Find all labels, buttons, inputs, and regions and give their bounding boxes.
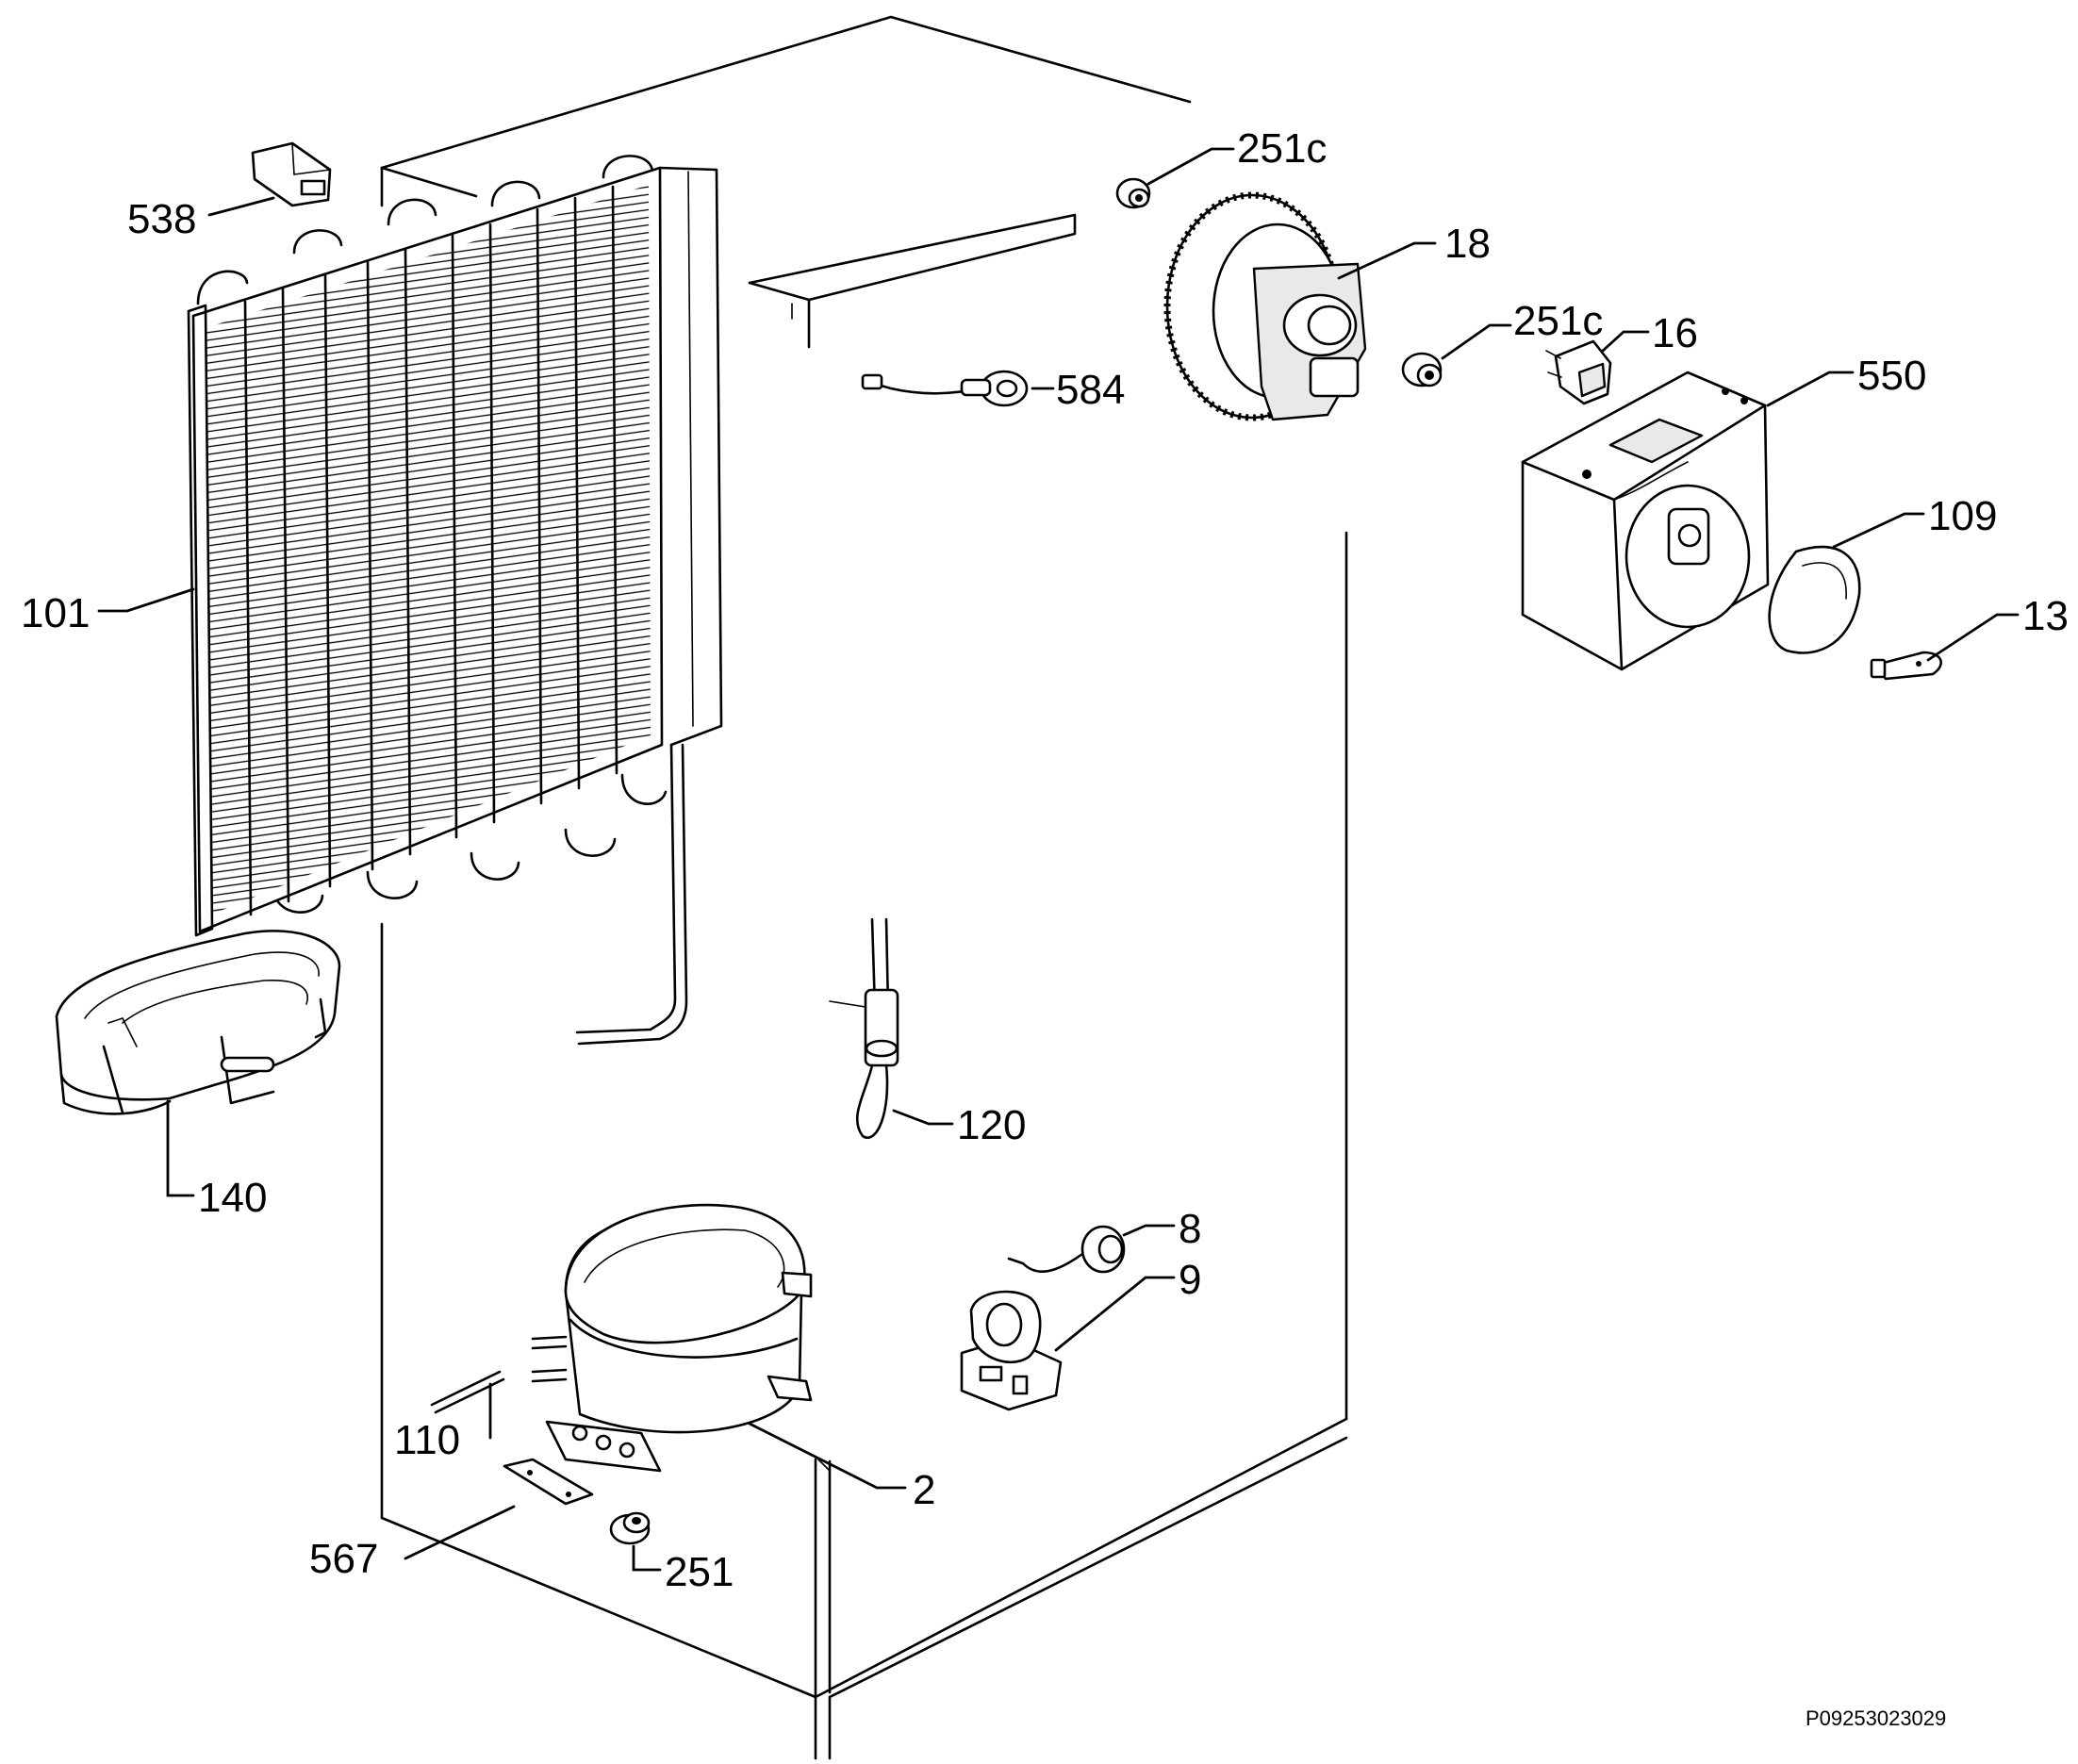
callout-140: 140 (198, 1175, 267, 1221)
drawing-code: P09253023029 (1806, 1706, 1946, 1730)
callout-251c-top: 251c (1237, 125, 1327, 172)
callout-538: 538 (127, 196, 196, 242)
callout-251c-mid: 251c (1513, 298, 1603, 344)
part-251-grommet (609, 1511, 651, 1545)
part-9-relay (960, 1290, 1063, 1411)
callout-110: 110 (394, 1417, 460, 1463)
callout-584: 584 (1056, 367, 1125, 413)
callout-13: 13 (2022, 593, 2069, 639)
part-110-tube (430, 1370, 505, 1414)
part-109-lamp-cover (1768, 545, 1861, 654)
part-18-fan-motor (1163, 191, 1367, 421)
callout-567: 567 (309, 1536, 378, 1582)
callout-9: 9 (1179, 1257, 1201, 1303)
callout-120: 120 (957, 1102, 1026, 1148)
callout-109: 109 (1928, 493, 1997, 539)
part-538-connector (251, 141, 332, 207)
drip-tray (55, 930, 341, 1115)
callout-2: 2 (913, 1467, 935, 1513)
leader-lines (97, 147, 2020, 1572)
callout-550: 550 (1857, 353, 1926, 399)
fridge-cabinet (380, 15, 1348, 1760)
part-13-bulb-holder (1870, 651, 1942, 681)
part-120-harness (829, 917, 899, 1139)
callout-18: 18 (1444, 221, 1491, 267)
part-584-sensor (861, 370, 1029, 407)
part-16-switch (1545, 339, 1612, 405)
part-567-plate (503, 1458, 594, 1506)
part-550-light-housing (1521, 371, 1770, 671)
part-2-compressor (531, 1203, 813, 1473)
callout-8: 8 (1179, 1206, 1201, 1252)
callout-251: 251 (665, 1549, 734, 1595)
part-251c-grommet-top (1115, 177, 1151, 209)
callout-101: 101 (21, 590, 90, 636)
part-251c-grommet-mid (1401, 352, 1443, 387)
part-8-overload (1007, 1225, 1126, 1274)
callout-16: 16 (1652, 310, 1698, 356)
condenser-coil (187, 155, 723, 1046)
